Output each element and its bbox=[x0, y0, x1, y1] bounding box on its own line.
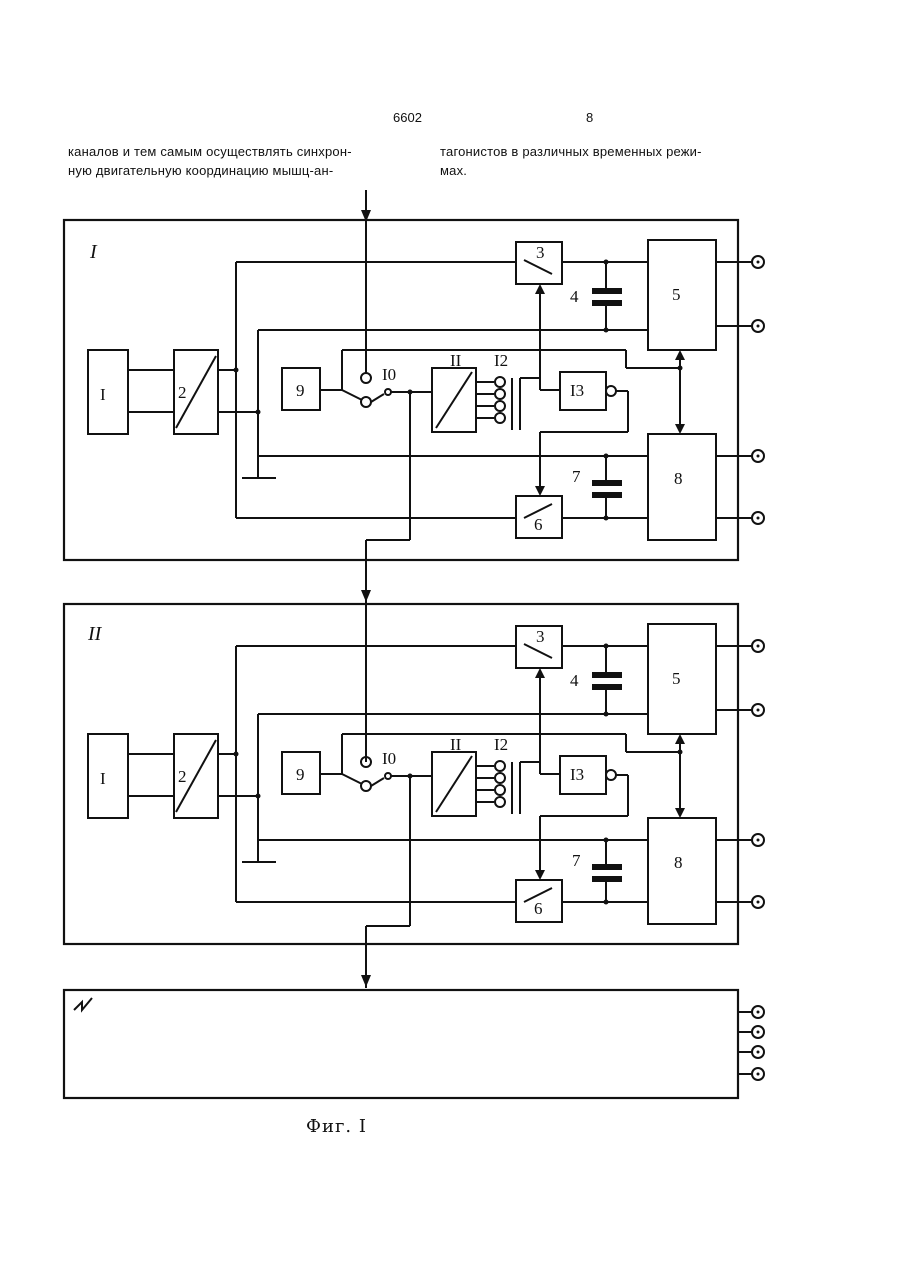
channel-1 bbox=[64, 220, 764, 560]
channel-2 bbox=[64, 604, 764, 944]
channel-n-label bbox=[74, 998, 92, 1010]
channel-n-frame bbox=[64, 990, 738, 1098]
figure-caption: Фиг. I bbox=[306, 1116, 367, 1137]
channel-n-outputs bbox=[738, 1006, 764, 1080]
channel-1-label: I bbox=[89, 241, 98, 263]
channel-2-label: II bbox=[87, 623, 103, 645]
